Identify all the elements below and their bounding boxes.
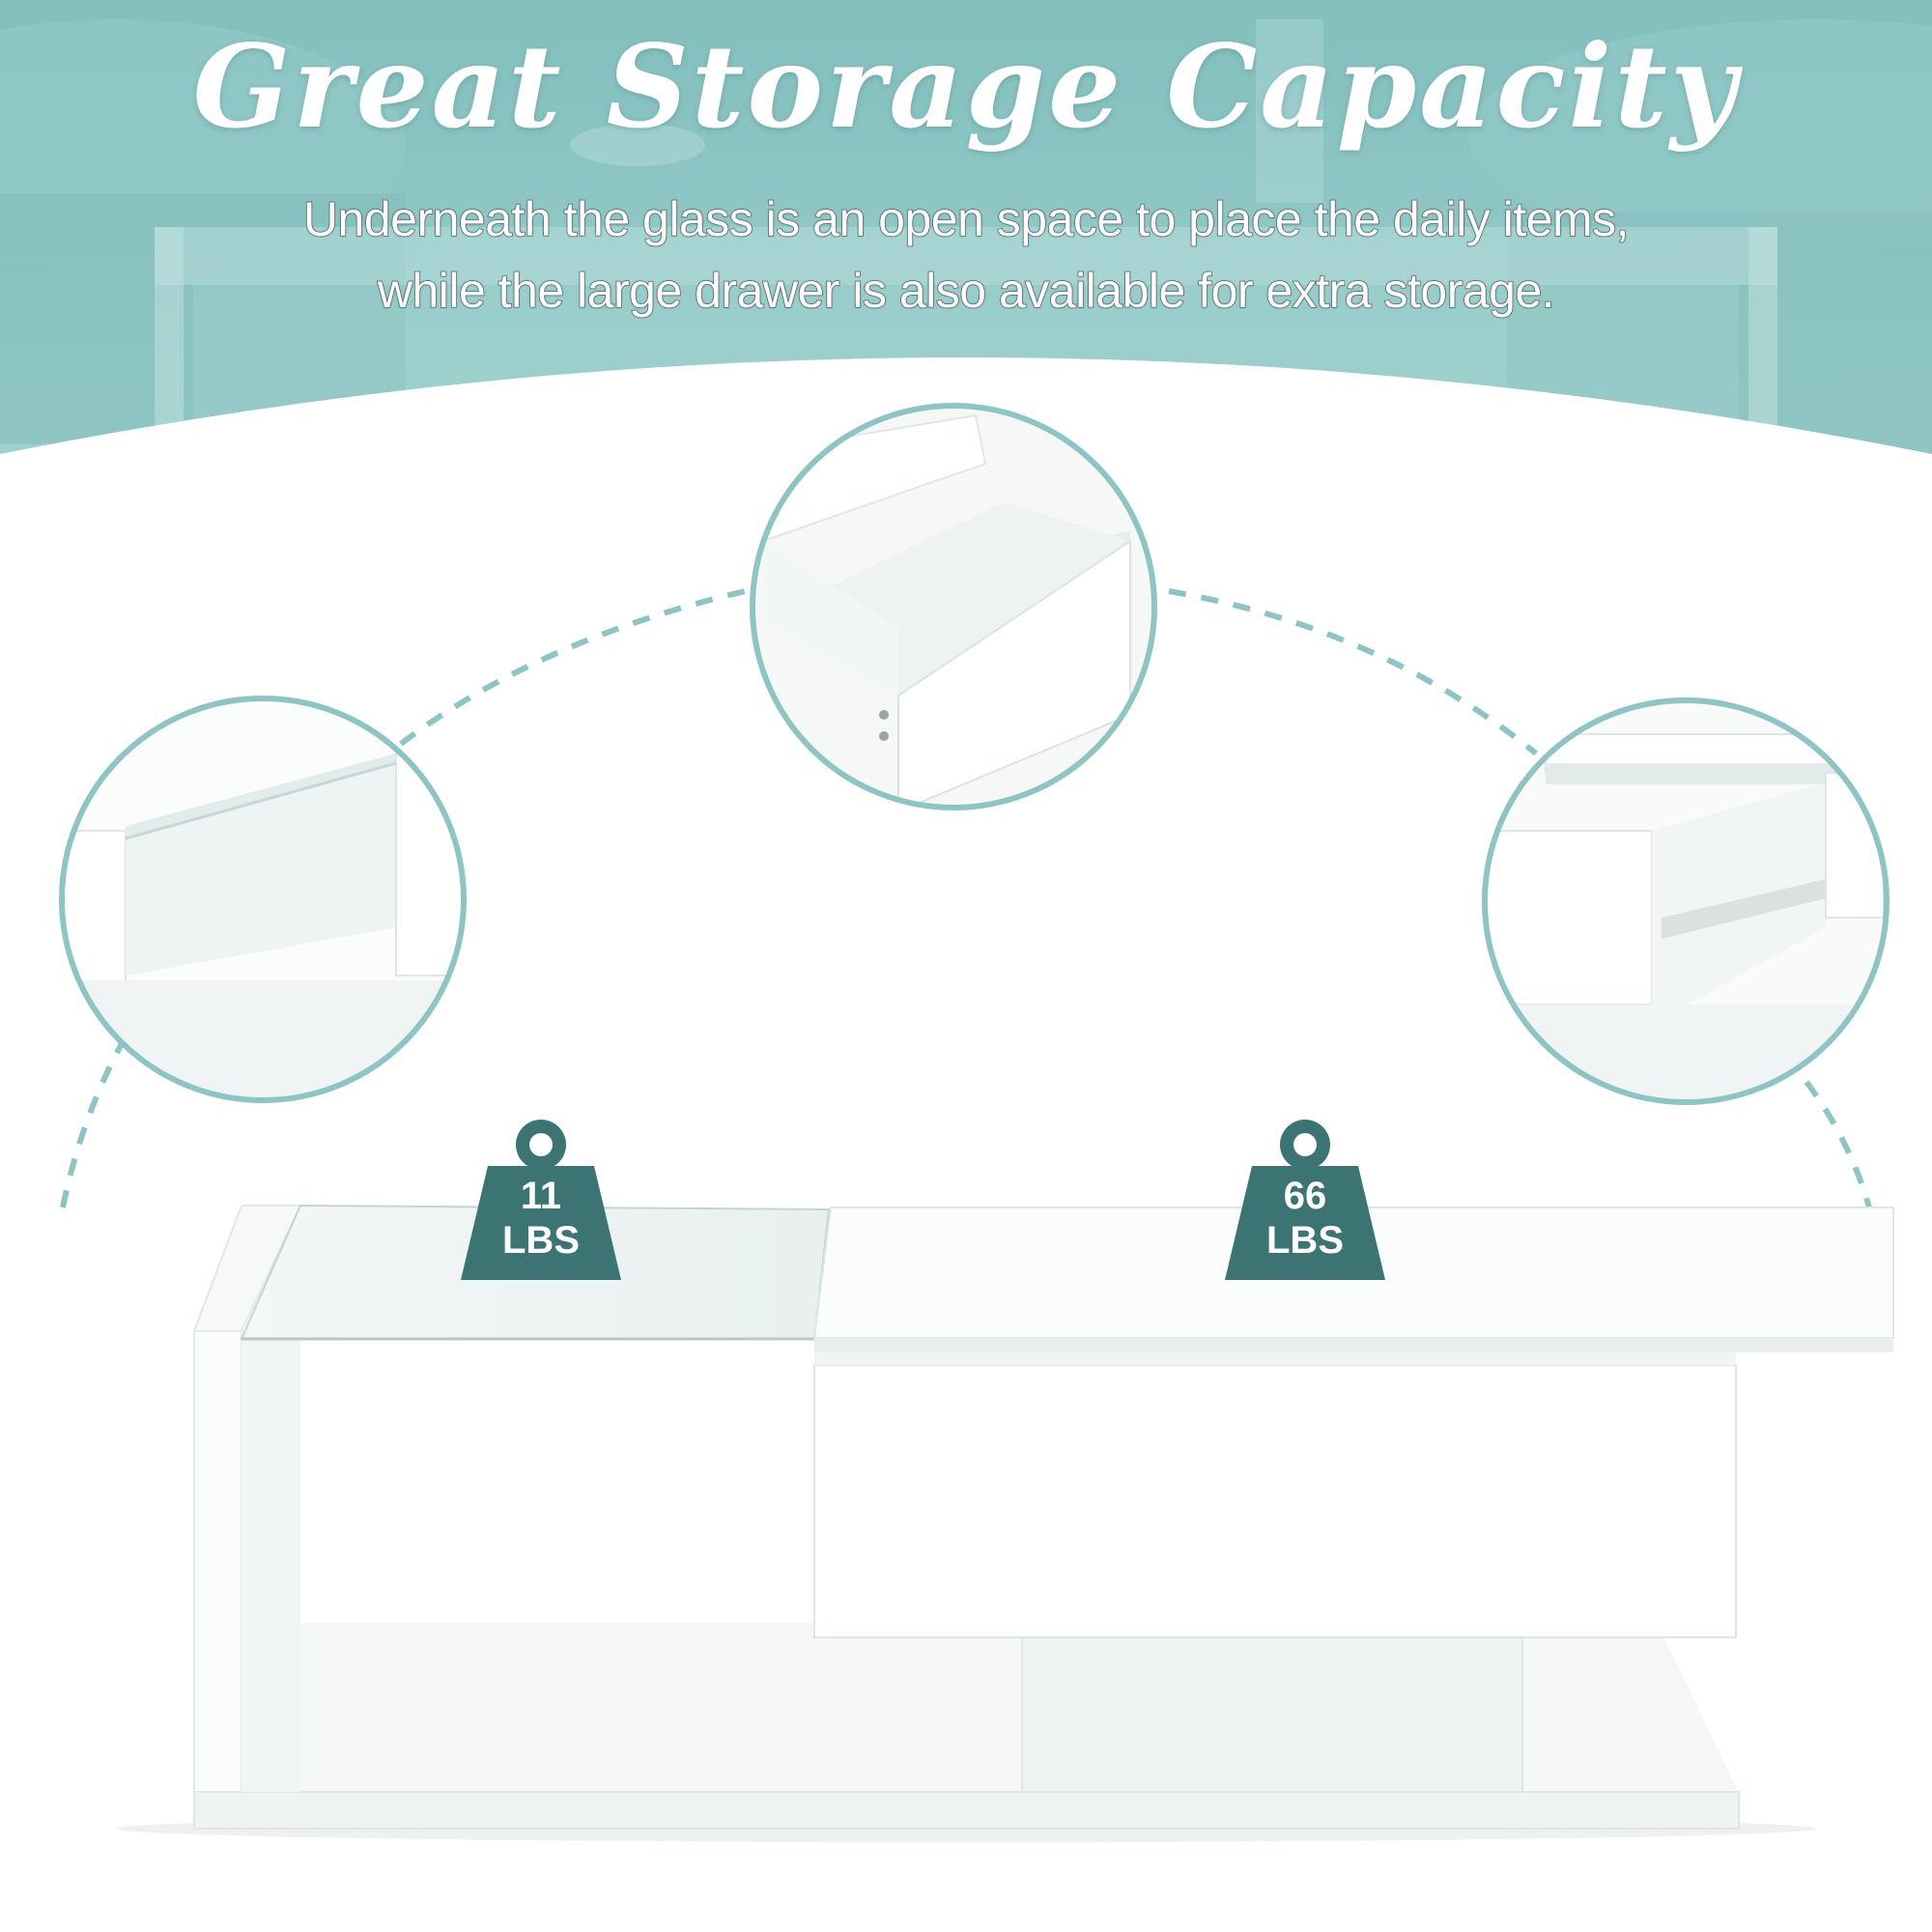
weight-value: 66 bbox=[1283, 1175, 1327, 1217]
page-title: Great Storage Capacity bbox=[192, 19, 1740, 154]
weight-value: 11 bbox=[520, 1175, 562, 1217]
header-banner bbox=[0, 0, 1932, 454]
detail-circle-glass-top bbox=[59, 696, 467, 1103]
detail-circle-open-drawer bbox=[750, 403, 1157, 810]
detail-circle-drawer-slide bbox=[1482, 697, 1889, 1105]
kettlebell-weight-icon bbox=[461, 1120, 621, 1280]
subtitle-line-2: while the large drawer is also available… bbox=[377, 263, 1555, 319]
weight-label-cabinet-top: 66 LBS bbox=[1225, 1174, 1385, 1263]
subtitle-line-1: Underneath the glass is an open space to… bbox=[302, 191, 1630, 247]
weight-label-glass-shelf: 11 LBS bbox=[461, 1174, 621, 1263]
kettlebell-weight-icon bbox=[1225, 1120, 1385, 1280]
weight-unit: LBS bbox=[1266, 1219, 1344, 1262]
weight-unit: LBS bbox=[502, 1219, 580, 1262]
coffee-table-illustration bbox=[116, 1204, 1894, 1842]
